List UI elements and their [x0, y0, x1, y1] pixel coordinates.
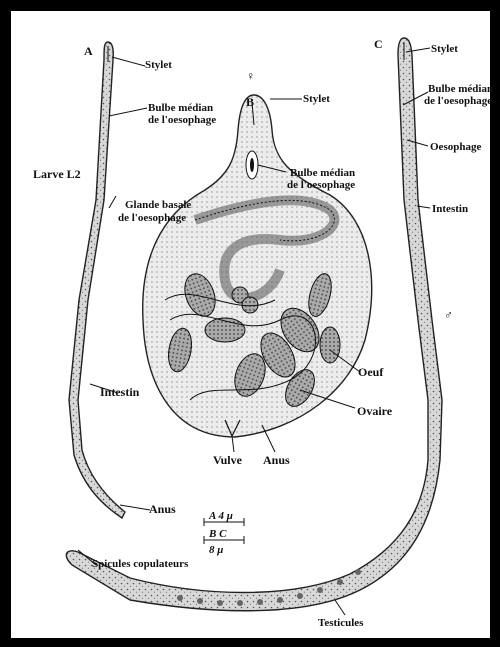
scale-label-bc-unit: 8 μ — [209, 544, 223, 556]
label-bulbe-median-c-1: Bulbe médian — [428, 83, 493, 95]
label-testicules: Testicules — [318, 617, 364, 629]
label-bulbe-median-b-2: de l'oesophage — [287, 179, 355, 191]
label-oesophage: Oesophage — [430, 141, 481, 153]
larva-a-body — [69, 42, 125, 518]
label-bulbe-median-a-2: de l'oesophage — [148, 114, 216, 126]
label-c: C — [374, 37, 383, 51]
label-larve-l2: Larve L2 — [33, 167, 81, 181]
label-intestin-c: Intestin — [432, 203, 468, 215]
label-stylet-a: Stylet — [145, 59, 172, 71]
scale-label-a: A 4 μ — [208, 510, 233, 522]
scale-label-bc: B C — [208, 528, 227, 540]
label-anus-b: Anus — [263, 453, 290, 467]
label-glande-basale-1: Glande basale — [125, 199, 191, 211]
male-symbol: ♂ — [444, 308, 453, 322]
label-bulbe-median-b-1: Bulbe médian — [290, 167, 355, 179]
label-vulve: Vulve — [213, 453, 243, 467]
female-symbol: ♀ — [246, 69, 255, 83]
label-stylet-c: Stylet — [431, 43, 458, 55]
label-stylet-b: Stylet — [303, 93, 330, 105]
female-b-body — [143, 95, 372, 437]
label-oeuf: Oeuf — [358, 365, 384, 379]
label-anus-a: Anus — [149, 502, 176, 516]
label-bulbe-median-c-2: de l'oesophage — [424, 95, 492, 107]
label-spicules: Spicules copulateurs — [92, 558, 189, 570]
label-glande-basale-2: de l'oesophage — [118, 212, 186, 224]
label-b: B — [246, 95, 254, 109]
label-intestin-a: Intestin — [100, 385, 140, 399]
label-ovaire: Ovaire — [357, 404, 393, 418]
label-a: A — [84, 44, 93, 58]
label-bulbe-median-a-1: Bulbe médian — [148, 102, 213, 114]
